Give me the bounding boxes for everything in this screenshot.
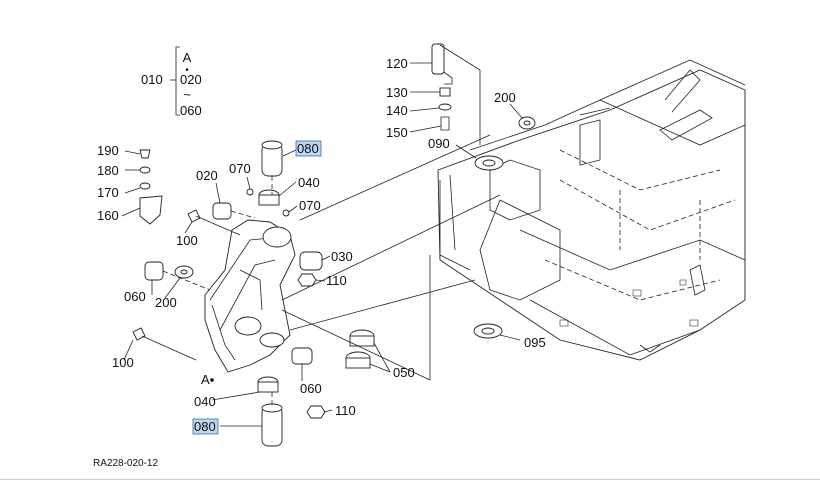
highlight-080-top [295,140,322,157]
callout-A[interactable]: A [201,372,210,387]
callout-090[interactable]: 090 [428,136,450,151]
callout-020[interactable]: 020 [196,168,218,183]
callout-labels: A • 010 020 ~ 060 120 130 140 150 200 09… [93,50,546,469]
group-tilde: ~ [183,87,191,102]
highlight-080-bottom [192,418,219,435]
group-dot: • [185,65,189,76]
group-to-label[interactable]: 060 [180,103,202,118]
callout-180[interactable]: 180 [97,163,119,178]
callout-170[interactable]: 170 [97,185,119,200]
callout-080-top[interactable]: 080 [297,141,319,156]
callout-160[interactable]: 160 [97,208,119,223]
swing-bracket-drawing [204,219,296,373]
leader-lines [121,44,523,427]
callout-060-left[interactable]: 060 [124,289,146,304]
callout-120[interactable]: 120 [386,56,408,71]
callout-100-top[interactable]: 100 [176,233,198,248]
drawing-code: RA228-020-12 [93,458,158,469]
group-top-label: A [183,50,192,65]
callout-060-bottom[interactable]: 060 [300,381,322,396]
callout-040-top[interactable]: 040 [298,175,320,190]
callout-095[interactable]: 095 [524,335,546,350]
callout-070-right[interactable]: 070 [299,198,321,213]
group-from-label[interactable]: 020 [180,72,202,87]
callout-140[interactable]: 140 [386,103,408,118]
callout-040-bottom[interactable]: 040 [194,394,216,409]
callout-050[interactable]: 050 [393,365,415,380]
callout-110-bottom[interactable]: 110 [335,403,356,418]
callout-200-mid[interactable]: 200 [155,295,177,310]
callout-030[interactable]: 030 [331,249,353,264]
callout-130[interactable]: 130 [386,85,408,100]
callout-100-bottom[interactable]: 100 [112,355,134,370]
callout-190[interactable]: 190 [97,143,119,158]
callout-A-dot [210,378,214,382]
main-frame-drawing [437,59,746,361]
bottom-divider [0,479,820,480]
callout-200-top[interactable]: 200 [494,90,516,105]
callout-070-left[interactable]: 070 [229,161,251,176]
callout-080-bottom[interactable]: 080 [194,419,216,434]
group-number-label[interactable]: 010 [141,72,163,87]
small-parts [132,43,536,447]
callout-150[interactable]: 150 [386,125,408,140]
callout-110-top[interactable]: 110 [326,273,347,288]
